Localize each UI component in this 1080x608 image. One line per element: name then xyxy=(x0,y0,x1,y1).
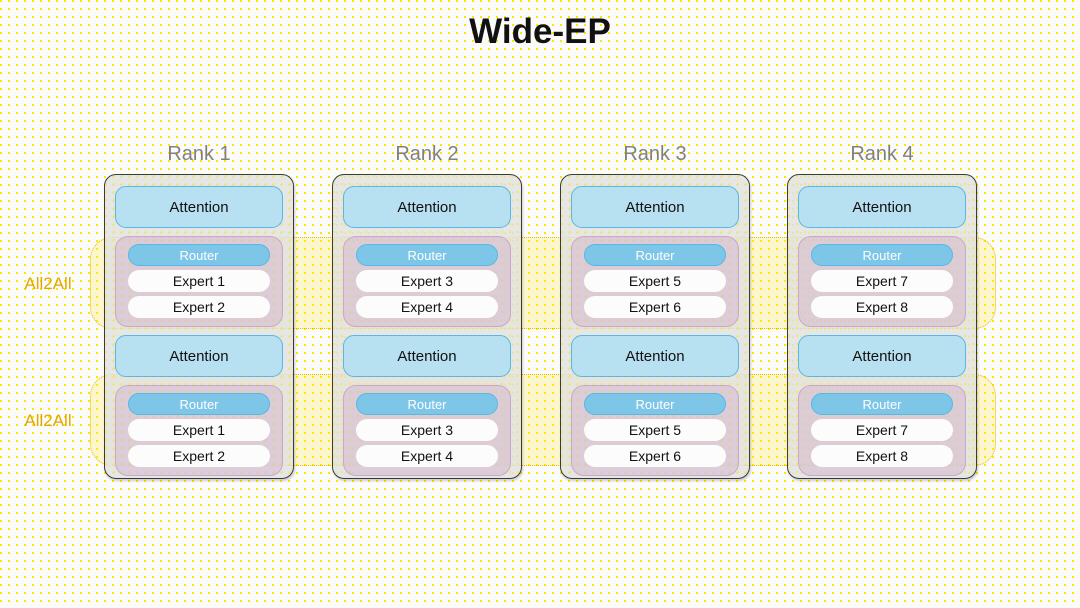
all2all-label-2: All2All xyxy=(24,411,72,430)
rank-label-2: Rank 2 xyxy=(395,143,459,165)
rank-label-1: Rank 1 xyxy=(167,143,231,165)
attention-block: Attention xyxy=(798,335,966,377)
rank-card-2: Attention Router Expert 3 Expert 4 Atten… xyxy=(332,174,522,479)
rank-column-4: Rank 4 Attention Router Expert 7 Expert … xyxy=(787,142,977,479)
attention-block: Attention xyxy=(343,335,511,377)
rank-column-2: Rank 2 Attention Router Expert 3 Expert … xyxy=(332,142,522,479)
moe-block: Router Expert 7 Expert 8 xyxy=(798,236,966,327)
expert-item: Expert 3 xyxy=(356,419,498,441)
moe-block: Router Expert 3 Expert 4 xyxy=(343,385,511,476)
rank-card-1: Attention Router Expert 1 Expert 2 Atten… xyxy=(104,174,294,479)
rank-column-1: Rank 1 Attention Router Expert 1 Expert … xyxy=(104,142,294,479)
expert-item: Expert 8 xyxy=(811,445,953,467)
expert-item: Expert 7 xyxy=(811,270,953,292)
expert-item: Expert 4 xyxy=(356,296,498,318)
moe-block: Router Expert 5 Expert 6 xyxy=(571,385,739,476)
router-block: Router xyxy=(356,244,498,266)
attention-block: Attention xyxy=(571,186,739,228)
router-block: Router xyxy=(356,393,498,415)
rank-card-3: Attention Router Expert 5 Expert 6 Atten… xyxy=(560,174,750,479)
page-title: Wide-EP xyxy=(469,12,611,51)
moe-block: Router Expert 5 Expert 6 xyxy=(571,236,739,327)
rank-card-4: Attention Router Expert 7 Expert 8 Atten… xyxy=(787,174,977,479)
expert-item: Expert 4 xyxy=(356,445,498,467)
expert-item: Expert 3 xyxy=(356,270,498,292)
moe-block: Router Expert 7 Expert 8 xyxy=(798,385,966,476)
router-block: Router xyxy=(128,393,270,415)
rank-label-3: Rank 3 xyxy=(623,143,687,165)
attention-block: Attention xyxy=(798,186,966,228)
attention-block: Attention xyxy=(115,186,283,228)
expert-item: Expert 2 xyxy=(128,296,270,318)
router-block: Router xyxy=(128,244,270,266)
all2all-label-1: All2All xyxy=(24,274,72,293)
rank-column-3: Rank 3 Attention Router Expert 5 Expert … xyxy=(560,142,750,479)
moe-block: Router Expert 3 Expert 4 xyxy=(343,236,511,327)
expert-item: Expert 5 xyxy=(584,270,726,292)
router-block: Router xyxy=(811,393,953,415)
expert-item: Expert 1 xyxy=(128,419,270,441)
moe-block: Router Expert 1 Expert 2 xyxy=(115,236,283,327)
moe-block: Router Expert 1 Expert 2 xyxy=(115,385,283,476)
expert-item: Expert 7 xyxy=(811,419,953,441)
router-block: Router xyxy=(811,244,953,266)
attention-block: Attention xyxy=(343,186,511,228)
attention-block: Attention xyxy=(115,335,283,377)
router-block: Router xyxy=(584,393,726,415)
expert-item: Expert 2 xyxy=(128,445,270,467)
expert-item: Expert 1 xyxy=(128,270,270,292)
attention-block: Attention xyxy=(571,335,739,377)
rank-label-4: Rank 4 xyxy=(850,143,914,165)
router-block: Router xyxy=(584,244,726,266)
expert-item: Expert 6 xyxy=(584,445,726,467)
expert-item: Expert 5 xyxy=(584,419,726,441)
expert-item: Expert 8 xyxy=(811,296,953,318)
expert-item: Expert 6 xyxy=(584,296,726,318)
